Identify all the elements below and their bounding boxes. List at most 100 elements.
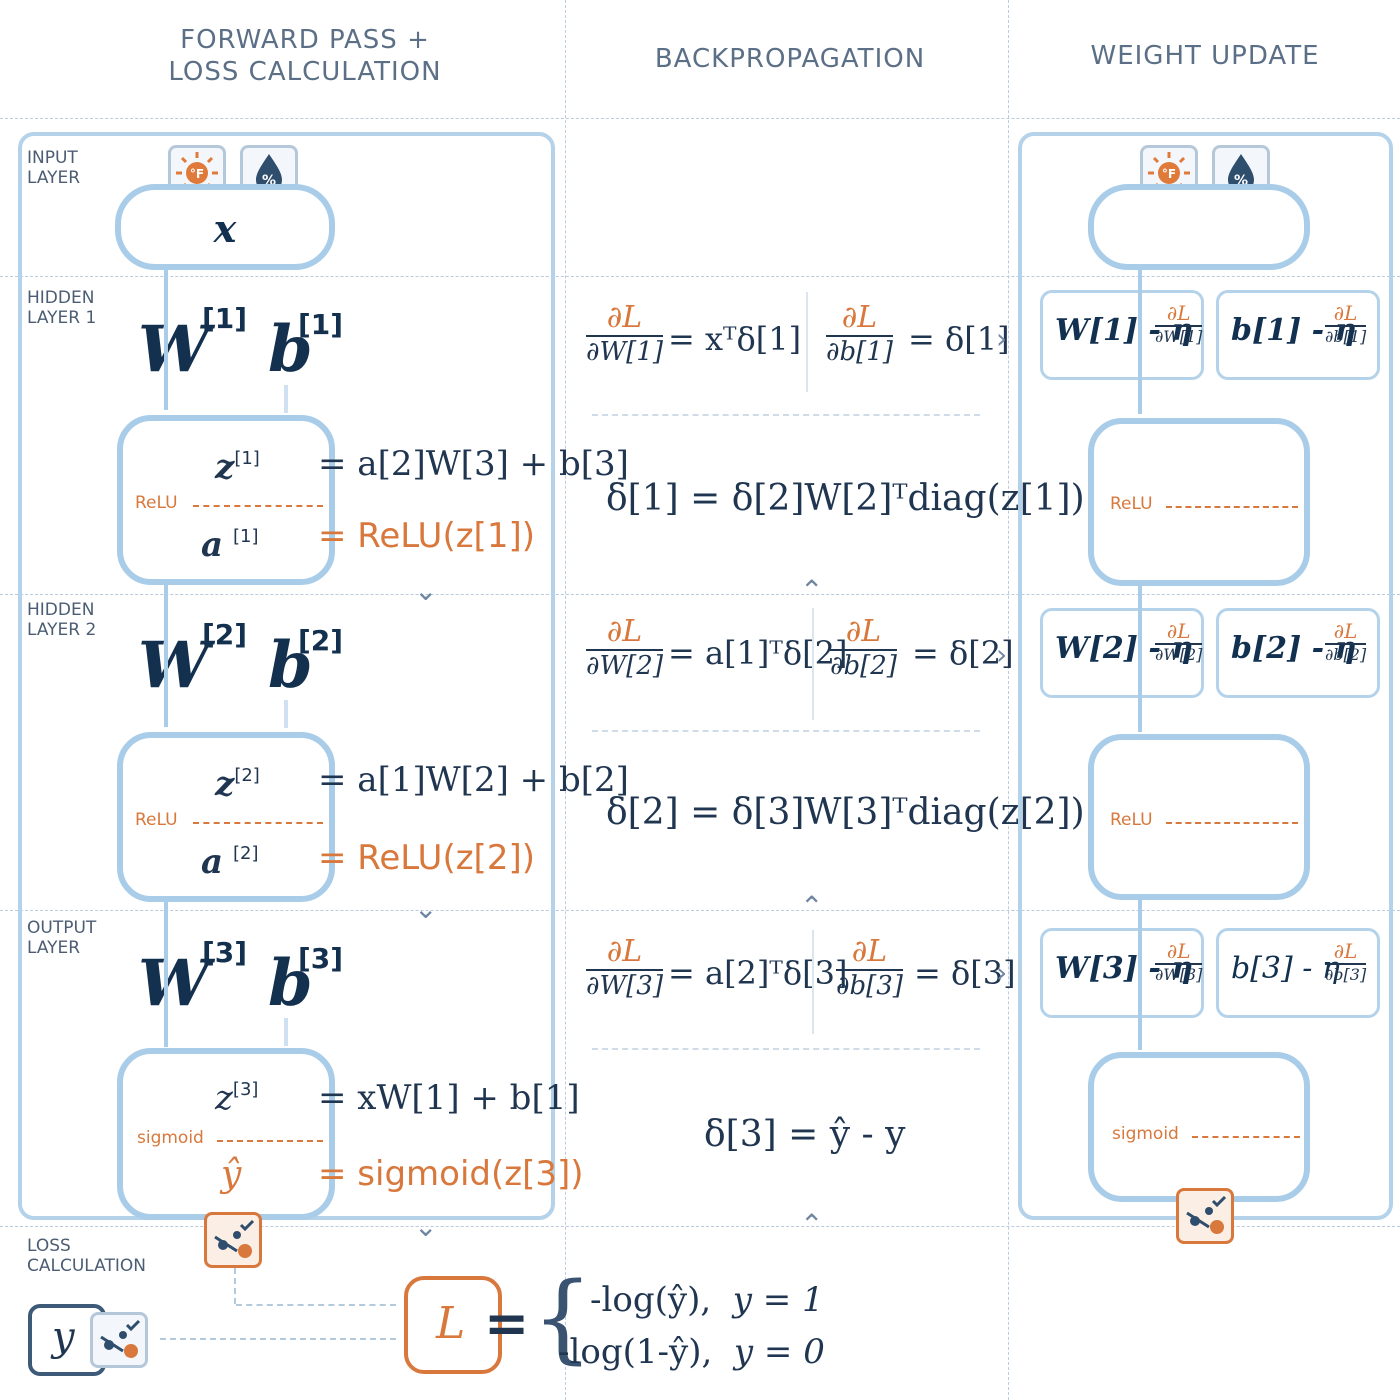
- bias-b3: b: [268, 946, 313, 1021]
- weight-w3-sup: [3]: [202, 936, 248, 969]
- update-w3-text: W[3] - η: [1055, 951, 1194, 986]
- bp-sep-h-2: [592, 730, 980, 732]
- bias-b1: b: [268, 312, 313, 387]
- bp-sep-h-1: [592, 414, 980, 416]
- bias-b2: b: [268, 628, 313, 703]
- chevron-up-icon: ⌃: [800, 574, 824, 607]
- update-loss-icon: [1176, 1188, 1234, 1244]
- update-h1-divider: [1166, 506, 1298, 508]
- bp-sep-v-1: [806, 292, 808, 392]
- weight-w1: W: [138, 312, 210, 387]
- bp-delta3: δ[3] = ŷ - y: [704, 1114, 906, 1155]
- arrow-h1-to-h2: [164, 585, 168, 727]
- forward-column-title: FORWARD PASS + LOSS CALCULATION: [130, 24, 480, 88]
- output-node: z[3] sigmoid ŷ: [117, 1048, 335, 1220]
- chevron-right-icon: ›: [996, 322, 1008, 355]
- chevron-up-icon-3: ⌃: [800, 1208, 824, 1241]
- bp-delta2: δ[2] = δ[3]W[3]ᵀdiag(z[2]): [606, 792, 1085, 833]
- bp-sep-v-2: [812, 608, 814, 720]
- update-column-title: WEIGHT UPDATE: [1090, 41, 1320, 71]
- update-h1-relu: ReLU: [1110, 494, 1153, 514]
- update-b2-frac: ∂L∂b[2]: [1325, 619, 1367, 664]
- bp-gw1-frac: ∂L∂W[1]: [586, 300, 663, 367]
- grid-column-divider-1: [565, 0, 566, 1400]
- out-z-equation: = xW[1] + b[1]: [318, 1078, 580, 1118]
- chevron-down-icon-3: ⌄: [414, 1210, 438, 1243]
- loss-L: L: [436, 1298, 466, 1349]
- update-w1-box: W[1] - η ∂L∂W[1]: [1040, 290, 1204, 380]
- update-w2-text: W[2] - η: [1055, 631, 1194, 666]
- chevron-up-icon-2: ⌃: [800, 890, 824, 923]
- h1-a-equation: = ReLU(z[1]): [318, 516, 535, 556]
- bp-gb2-rhs: = δ[2]: [912, 634, 1014, 672]
- update-out-sigmoid: sigmoid: [1112, 1124, 1179, 1144]
- grid-row-divider-3: [0, 910, 1400, 911]
- label-check-icon: [90, 1312, 148, 1368]
- arrow-input-to-h1: [164, 270, 168, 410]
- bp-sep-v-3: [812, 930, 814, 1034]
- update-b3-frac: ∂L∂b[3]: [1325, 939, 1367, 984]
- svg-text:°F: °F: [1162, 167, 1176, 181]
- update-b2-box: b[2] - η ∂L∂b[2]: [1216, 608, 1380, 698]
- bias-b3-sup: [3]: [298, 942, 344, 975]
- loss-case2: -log(1-ŷ), y = 0: [558, 1332, 825, 1372]
- arrow-y-to-loss: [160, 1338, 396, 1340]
- h1-a: a[1]: [201, 525, 259, 565]
- loss-check-icon: [204, 1212, 262, 1268]
- chevron-right-icon-2: ›: [996, 638, 1008, 671]
- h1-z: z[1]: [215, 447, 260, 487]
- grid-column-divider-2: [1008, 0, 1009, 1400]
- update-b1-text: b[1] - η: [1231, 313, 1357, 348]
- update-arrow-2: [1138, 586, 1142, 732]
- bp-gb3-rhs: = δ[3]: [914, 954, 1016, 992]
- hidden2-node: z[2] ReLU a[2]: [117, 732, 335, 902]
- update-hidden1-node: ReLU: [1088, 418, 1310, 586]
- loss-brace: {: [532, 1262, 594, 1374]
- loss-equals: =: [484, 1292, 530, 1355]
- bp-gb1-rhs: = δ[1]: [908, 320, 1010, 358]
- grid-row-divider-2: [0, 594, 1400, 595]
- update-w3-box: W[3] - η ∂L∂W[3]: [1040, 928, 1204, 1018]
- forward-title-line2: LOSS CALCULATION: [168, 57, 442, 87]
- input-var: x: [213, 206, 237, 251]
- true-label-y: y: [52, 1314, 75, 1360]
- arrow-b1: [284, 385, 288, 413]
- update-arrow-3: [1138, 900, 1142, 1050]
- bp-delta1: δ[1] = δ[2]W[2]ᵀdiag(z[1]): [606, 478, 1085, 519]
- arrow-yhat-down: [234, 1268, 236, 1304]
- update-output-node: sigmoid: [1088, 1052, 1310, 1202]
- svg-text:°F: °F: [190, 167, 204, 181]
- loss-case1: -log(ŷ), y = 1: [590, 1280, 824, 1320]
- forward-title-line1: FORWARD PASS +: [180, 25, 430, 55]
- h1-relu-label: ReLU: [135, 493, 178, 513]
- grid-row-divider-header: [0, 118, 1400, 119]
- update-w3-frac: ∂L∂W[3]: [1155, 939, 1203, 984]
- bp-gb3-frac: ∂L∂b[3]: [836, 934, 903, 1001]
- chevron-down-icon-2: ⌄: [414, 892, 438, 925]
- bias-b2-sup: [2]: [298, 624, 344, 657]
- h2-z: z[2]: [215, 764, 260, 804]
- bp-gw2-rhs: = a[1]ᵀδ[2]: [668, 634, 848, 672]
- update-b1-frac: ∂L∂b[1]: [1325, 301, 1367, 346]
- chevron-down-icon: ⌄: [414, 574, 438, 607]
- bp-gb1-frac: ∂L∂b[1]: [826, 300, 893, 367]
- bp-gw2-frac: ∂L∂W[2]: [586, 614, 663, 681]
- grid-row-divider-1: [0, 276, 1400, 277]
- update-arrow-1: [1138, 270, 1142, 414]
- update-b3-text: b[3] - η: [1231, 951, 1340, 986]
- out-a-equation: = sigmoid(z[3]): [318, 1154, 584, 1194]
- update-w1-frac: ∂L∂W[1]: [1155, 301, 1203, 346]
- bp-gw1-rhs: = xᵀδ[1]: [668, 320, 802, 358]
- h2-relu-label: ReLU: [135, 810, 178, 830]
- h2-divider: [193, 822, 323, 824]
- bp-gw3-rhs: = a[2]ᵀδ[3]: [668, 954, 848, 992]
- out-yhat: ŷ: [221, 1154, 242, 1195]
- out-z: z[3]: [215, 1078, 259, 1118]
- update-h2-divider: [1166, 822, 1298, 824]
- h1-z-equation: = a[2]W[3] + b[3]: [318, 444, 629, 484]
- loss-box: L: [404, 1276, 502, 1374]
- bias-b1-sup: [1]: [298, 308, 344, 341]
- h2-a-equation: = ReLU(z[2]): [318, 838, 535, 878]
